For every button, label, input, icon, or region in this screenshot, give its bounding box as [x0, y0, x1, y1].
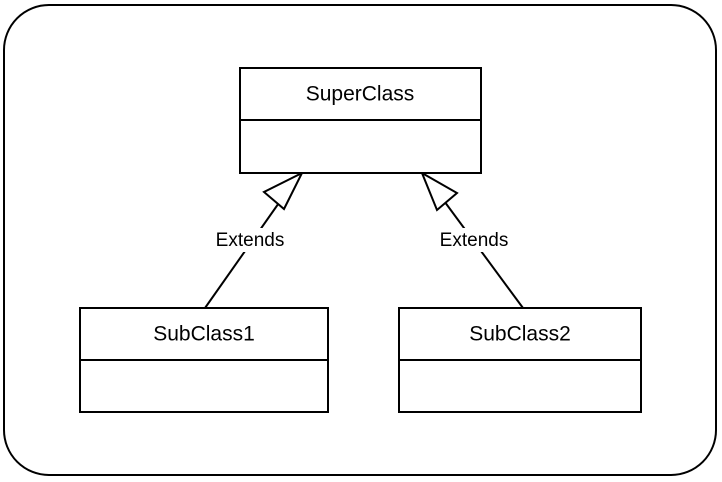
edge-label-backdrop-1 — [203, 228, 297, 252]
edge-label-extends-1: Extends — [216, 230, 285, 251]
class-box-subclass2[interactable]: SubClass2 — [398, 307, 642, 413]
edge-label-backdrop-2 — [427, 228, 521, 252]
class-box-subclass1[interactable]: SubClass1 — [79, 307, 329, 413]
class-box-superclass[interactable]: SuperClass — [239, 67, 482, 174]
class-name-subclass1: SubClass1 — [153, 323, 255, 346]
relationship-extends-2[interactable]: Extends — [419, 170, 524, 309]
edge-label-extends-2: Extends — [440, 230, 509, 251]
class-name-superclass: SuperClass — [306, 83, 415, 106]
diagram-frame — [3, 4, 717, 476]
class-name-subclass2: SubClass2 — [469, 323, 571, 346]
relationship-extends-1[interactable]: Extends — [203, 170, 305, 309]
generalization-arrowhead-2 — [419, 170, 459, 212]
generalization-arrowhead-1 — [262, 170, 305, 211]
